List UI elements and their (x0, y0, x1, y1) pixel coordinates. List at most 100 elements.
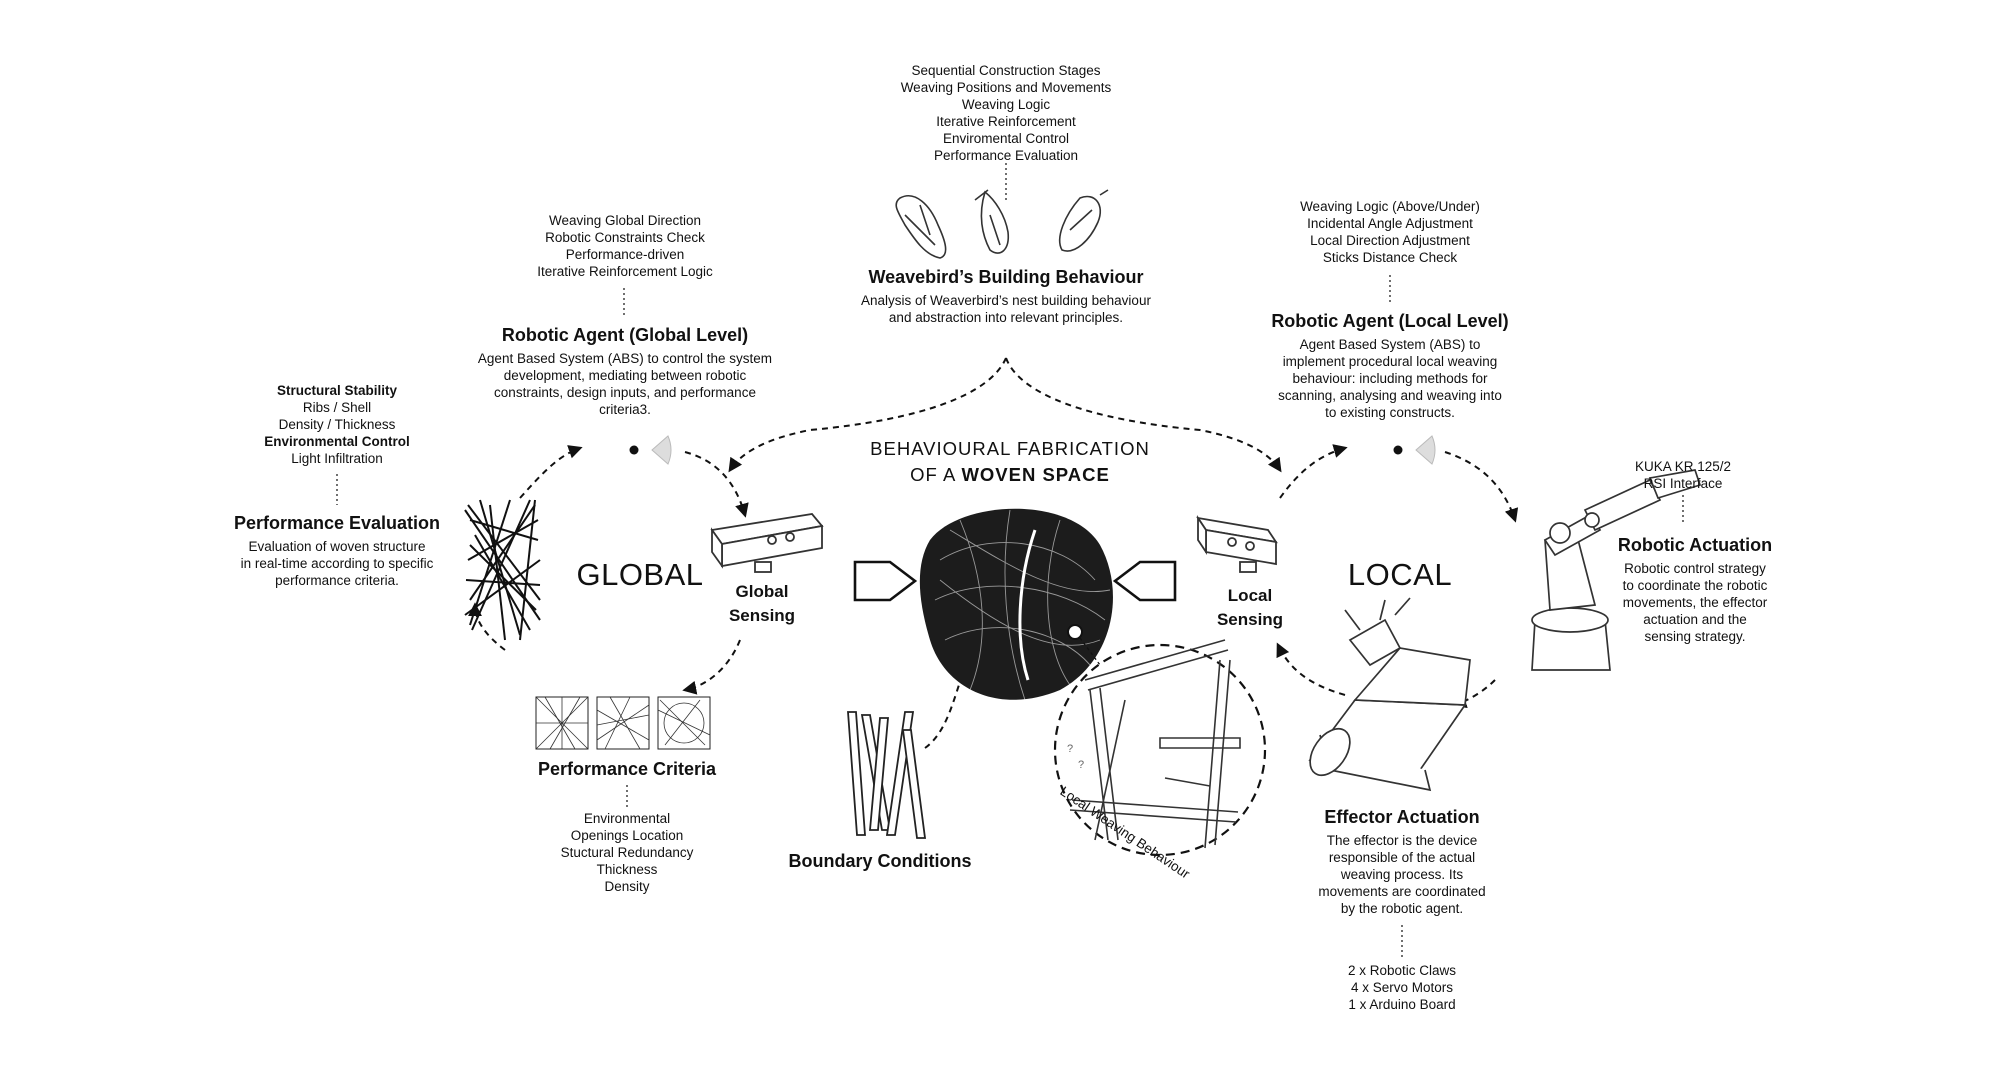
structural-heading: Structural Stability (276, 383, 398, 398)
list-item: 2 x Robotic Claws (1347, 963, 1457, 978)
desc-line: sensing strategy. (1644, 629, 1746, 644)
kuka-robot-arm-icon (1531, 469, 1702, 671)
center-title-bold: WOVEN SPACE (961, 464, 1110, 485)
svg-text:?: ? (1067, 743, 1073, 755)
global-emitter-icon (629, 435, 672, 465)
list-item: Thickness (596, 862, 658, 877)
desc-line: Agent Based System (ABS) to control the … (477, 351, 773, 366)
flow-arrows (468, 357, 1519, 749)
desc-line: actuation and the (1643, 612, 1747, 627)
desc-line: to coordinate the robotic (1622, 578, 1768, 593)
chevron-right-icon (853, 560, 918, 602)
list-item: Incidental Angle Adjustment (1307, 216, 1473, 231)
performance-criteria-title: Performance Criteria (537, 759, 717, 779)
list-item: 4 x Servo Motors (1350, 980, 1454, 995)
local-kinect-sensor-icon (1196, 515, 1278, 573)
global-kinect-sensor-icon (710, 513, 824, 573)
desc-line: Agent Based System (ABS) to (1299, 337, 1481, 352)
desc-line: scanning, analysing and weaving into (1278, 388, 1502, 403)
desc-line: constraints, design inputs, and performa… (494, 385, 756, 400)
desc-line: behaviour: including methods for (1292, 371, 1488, 386)
list-item: Enviromental Control (942, 131, 1070, 146)
global-label: GLOBAL (576, 557, 704, 592)
effector-list: 2 x Robotic Claws 4 x Servo Motors 1 x A… (1322, 962, 1482, 1013)
desc-line: Evaluation of woven structure (248, 539, 426, 554)
local-agent-title: Robotic Agent (Local Level) (1271, 311, 1509, 331)
performance-eval-block: Performance Evaluation Evaluation of wov… (212, 508, 462, 589)
center-title: BEHAVIOURAL FABRICATION OF A WOVEN SPACE (860, 436, 1160, 488)
chevron-left-icon (1112, 560, 1177, 602)
svg-text:?: ? (1078, 759, 1084, 771)
list-item: Openings Location (570, 828, 684, 843)
performance-eval-list: Structural Stability Ribs / Shell Densit… (235, 382, 439, 467)
local-label: LOCAL (1347, 557, 1453, 592)
performance-eval-title: Performance Evaluation (233, 513, 441, 533)
robotic-actuation-block: Robotic Actuation Robotic control strate… (1595, 530, 1795, 645)
list-item: Environmental (583, 811, 671, 826)
robotic-actuation-title: Robotic Actuation (1617, 535, 1773, 555)
list-item: RSI Interface (1643, 476, 1723, 491)
list-item: Local Direction Adjustment (1310, 233, 1470, 248)
desc-line: criteria3. (599, 402, 651, 417)
list-item: Iterative Reinforcement (936, 114, 1076, 129)
desc-line: by the robotic agent. (1340, 901, 1464, 916)
desc-line: performance criteria. (275, 573, 399, 588)
desc-line: in real-time according to specific (240, 556, 434, 571)
local-sensing-label: Local Sensing (1216, 586, 1284, 629)
global-agent-list: Weaving Global Direction Robotic Constra… (505, 212, 745, 280)
effector-title: Effector Actuation (1324, 807, 1480, 827)
weavebird-title: Weavebird’s Building Behaviour (868, 267, 1144, 287)
desc-line: Robotic control strategy (1624, 561, 1766, 576)
desc-line: and abstraction into relevant principles… (888, 310, 1124, 325)
list-item: Weaving Global Direction (548, 213, 702, 228)
leader-lines (336, 163, 1684, 960)
desc-line: development, mediating between robotic (503, 368, 747, 383)
list-item: Ribs / Shell (302, 400, 372, 415)
list-item: Performance-driven (565, 247, 685, 262)
list-item: Weaving Logic (Above/Under) (1300, 199, 1480, 214)
weavebird-block: Weavebird’s Building Behaviour Analysis … (840, 262, 1172, 326)
list-item: 1 x Arduino Board (1348, 997, 1456, 1012)
global-sensing-label: Global Sensing (728, 582, 796, 625)
desc-line: weaving process. Its (1340, 867, 1464, 882)
desc-line: The effector is the device (1326, 833, 1478, 848)
global-agent-title: Robotic Agent (Global Level) (501, 325, 749, 345)
desc-line: movements, the effector (1622, 595, 1768, 610)
desc-line: Analysis of Weaverbird’s nest building b… (861, 293, 1151, 308)
list-item: Density (604, 879, 650, 894)
effector-claw-icon (1308, 597, 1471, 792)
list-item: Light Infiltration (291, 451, 383, 466)
list-item: Performance Evaluation (933, 148, 1079, 163)
desc-line: responsible of the actual (1328, 850, 1476, 865)
weavebird-list: Sequential Construction Stages Weaving P… (880, 62, 1132, 164)
list-item: Weaving Positions and Movements (900, 80, 1112, 95)
desc-line: movements are coordinated (1318, 884, 1486, 899)
criteria-thumbnails (535, 696, 711, 750)
desc-line: to existing constructs. (1325, 405, 1455, 420)
local-agent-block: Robotic Agent (Local Level) Agent Based … (1240, 306, 1540, 421)
list-item: Stuctural Redundancy (560, 845, 694, 860)
center-title-prefix: OF A (910, 464, 962, 485)
list-item: Sticks Distance Check (1322, 250, 1458, 265)
env-heading: Environmental Control (264, 434, 410, 449)
desc-line: implement procedural local weaving (1282, 354, 1498, 369)
global-agent-block: Robotic Agent (Global Level) Agent Based… (460, 320, 790, 418)
list-item: KUKA KR 125/2 (1634, 459, 1732, 474)
effector-block: Effector Actuation The effector is the d… (1300, 802, 1504, 917)
weaverbird-sketch-icon (895, 189, 1109, 259)
list-item: Iterative Reinforcement Logic (537, 264, 713, 279)
stick-structure-icon (464, 499, 541, 641)
robotic-actuation-list: KUKA KR 125/2 RSI Interface (1623, 458, 1743, 492)
list-item: Sequential Construction Stages (911, 63, 1101, 78)
center-title-line1: BEHAVIOURAL FABRICATION (870, 438, 1150, 459)
local-weaving-zoom-circle: ? ? (1053, 639, 1267, 857)
list-item: Density / Thickness (278, 417, 396, 432)
list-item: Weaving Logic (961, 97, 1051, 112)
woven-nest-illustration (919, 508, 1113, 701)
local-agent-list: Weaving Logic (Above/Under) Incidental A… (1280, 198, 1500, 266)
list-item: Robotic Constraints Check (545, 230, 705, 245)
performance-criteria-block: Performance Criteria (517, 754, 737, 784)
local-emitter-icon (1393, 435, 1436, 465)
boundary-sticks-icon (847, 711, 927, 839)
